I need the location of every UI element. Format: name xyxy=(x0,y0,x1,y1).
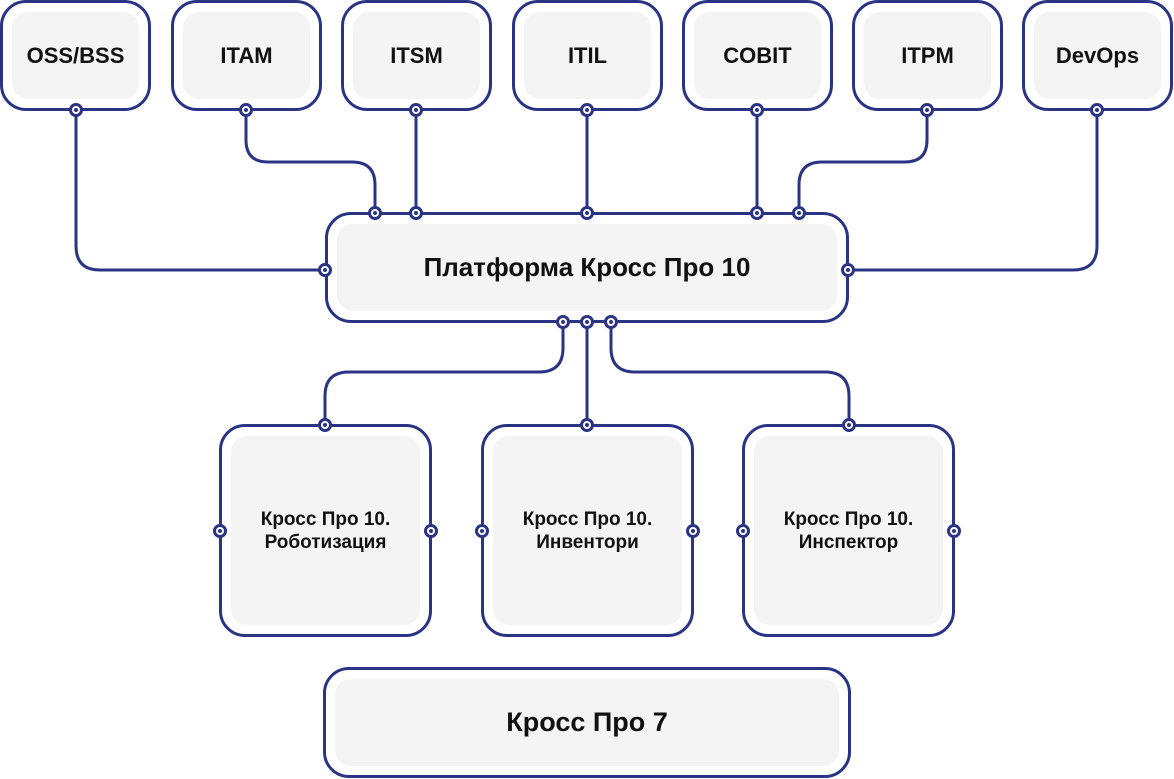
platform-box[interactable]: Платформа Кросс Про 10 xyxy=(325,212,849,323)
box-label: ITSM xyxy=(390,42,443,68)
box-itpm[interactable]: ITPM xyxy=(852,0,1003,111)
module-inventory[interactable]: Кросс Про 10.Инвентори xyxy=(481,424,694,637)
module-subtitle: Инспектор xyxy=(798,531,899,553)
module-title: Кросс Про 10. xyxy=(522,508,653,530)
box-devops[interactable]: DevOps xyxy=(1022,0,1173,111)
box-itam[interactable]: ITAM xyxy=(171,0,322,111)
base-label: Кросс Про 7 xyxy=(506,707,668,737)
module-inspector[interactable]: Кросс Про 10.Инспектор xyxy=(742,424,955,637)
box-label: ITAM xyxy=(220,42,273,68)
connector-devops xyxy=(846,108,1099,272)
connector-oss-bss xyxy=(74,108,327,272)
module-title: Кросс Про 10. xyxy=(783,508,914,530)
module-label: Кросс Про 10.Роботизация xyxy=(261,508,391,554)
platform-label: Платформа Кросс Про 10 xyxy=(423,252,751,282)
connector-robotization xyxy=(323,320,565,427)
module-title: Кросс Про 10. xyxy=(260,508,391,530)
connector-itam xyxy=(244,108,377,215)
module-label: Кросс Про 10.Инвентори xyxy=(523,508,653,554)
box-itil[interactable]: ITIL xyxy=(512,0,663,111)
box-label: DevOps xyxy=(1055,42,1140,68)
connector-itpm xyxy=(797,108,929,215)
box-label: COBIT xyxy=(723,42,792,68)
module-robotization[interactable]: Кросс Про 10.Роботизация xyxy=(219,424,432,637)
box-label: ITPM xyxy=(901,42,954,68)
box-cobit[interactable]: COBIT xyxy=(682,0,833,111)
box-oss-bss[interactable]: OSS/BSS xyxy=(0,0,151,111)
box-itsm[interactable]: ITSM xyxy=(341,0,492,111)
connector-inspector xyxy=(609,320,851,427)
module-label: Кросс Про 10.Инспектор xyxy=(784,508,914,554)
module-subtitle: Инвентори xyxy=(536,531,639,553)
box-label: ITIL xyxy=(567,42,608,68)
module-subtitle: Роботизация xyxy=(264,531,387,553)
base-box[interactable]: Кросс Про 7 xyxy=(323,667,851,778)
box-label: OSS/BSS xyxy=(26,42,125,68)
